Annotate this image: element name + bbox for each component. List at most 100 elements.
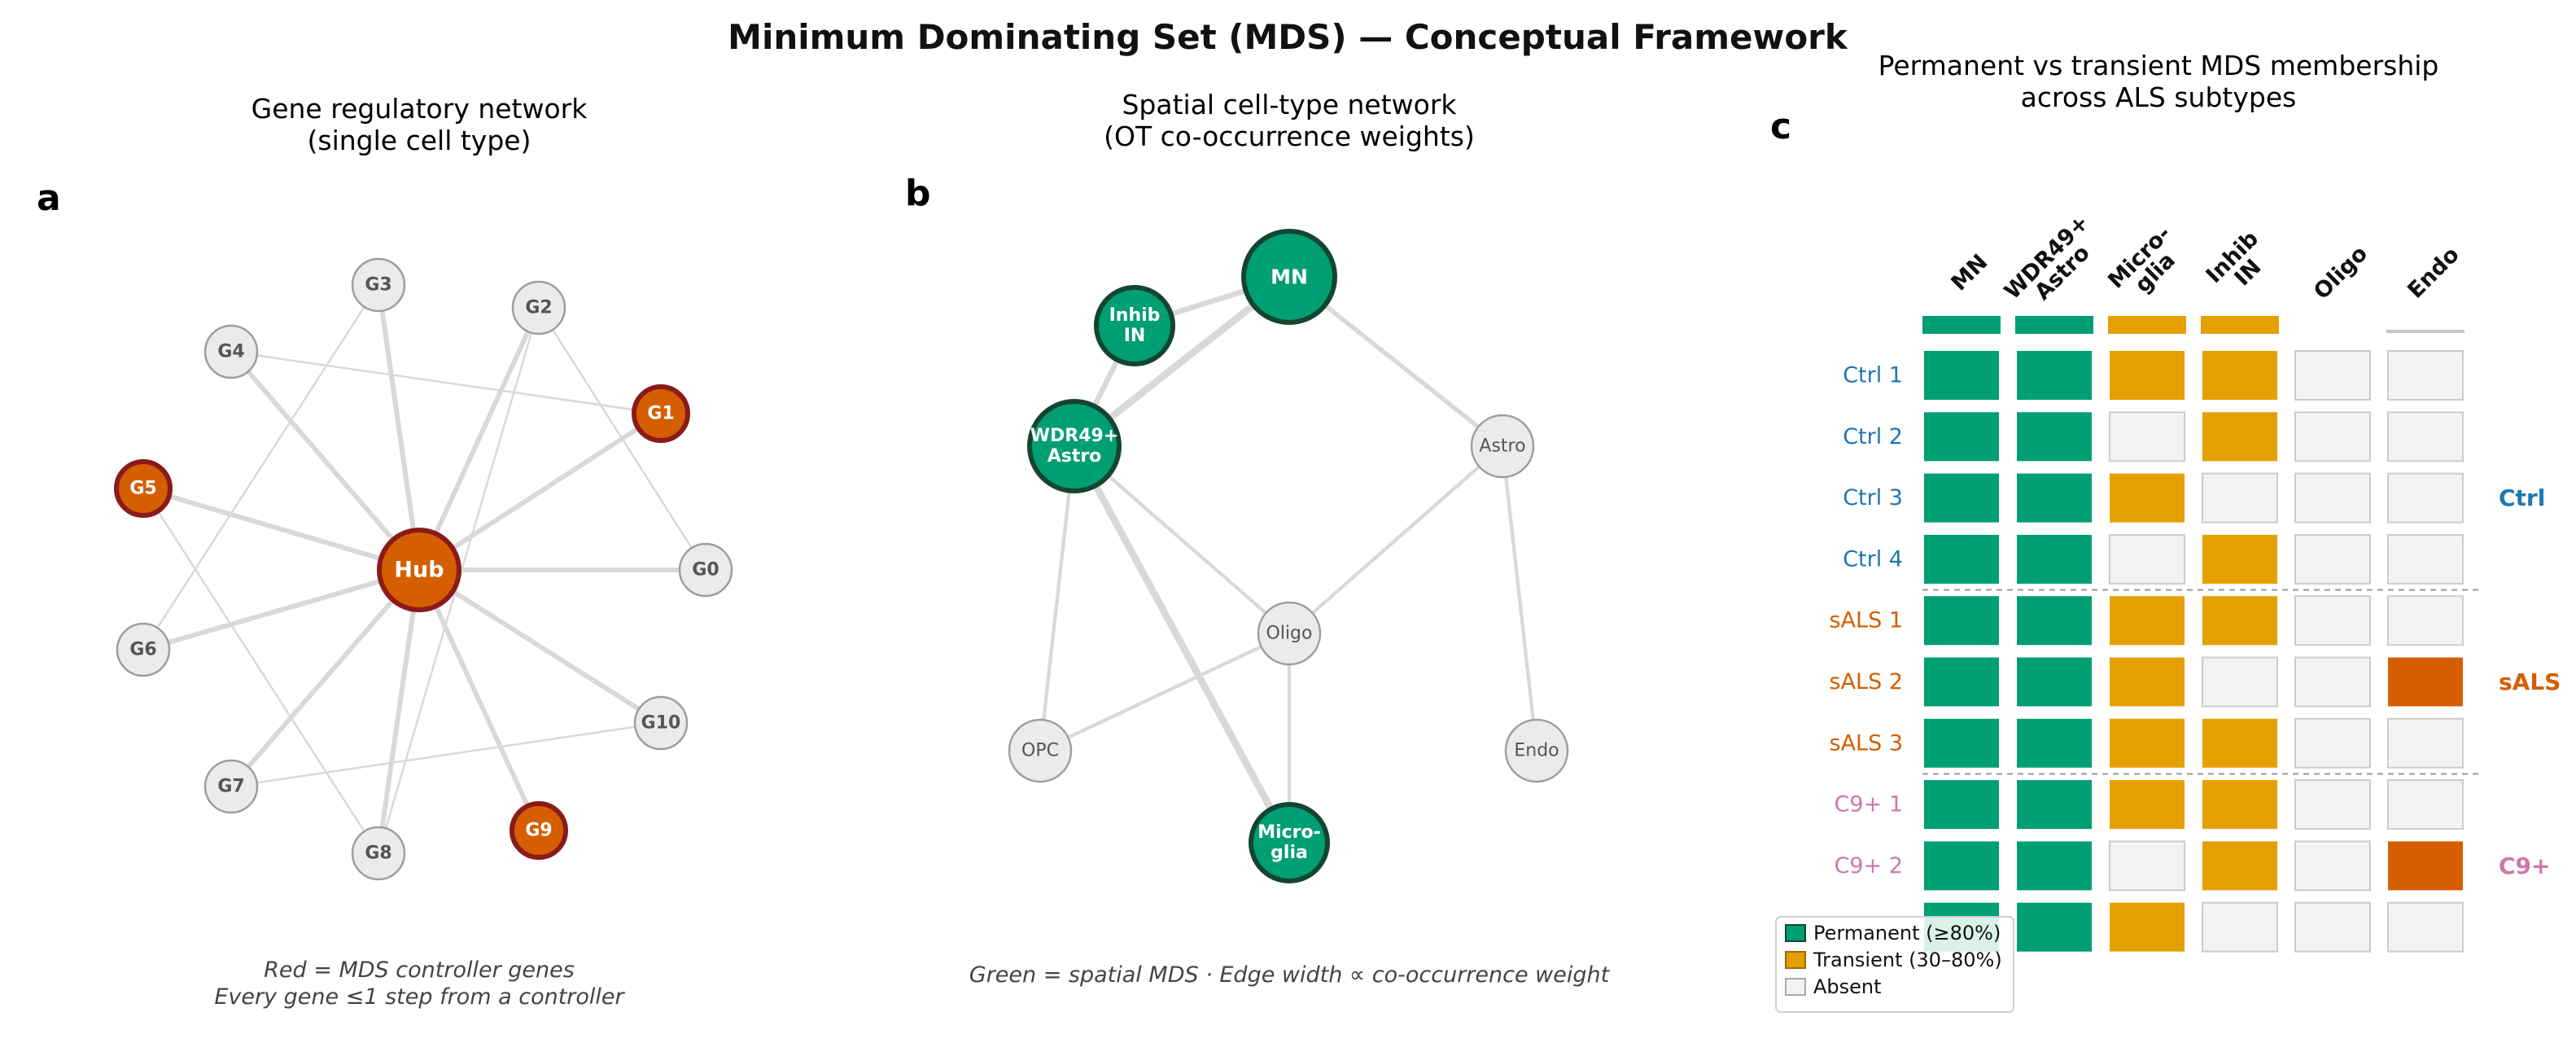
heatmap-cell <box>2294 350 2371 401</box>
panel-b-caption: Green = spatial MDS · Edge width ∝ co-oc… <box>969 962 1611 988</box>
heatmap-cell <box>2202 901 2278 953</box>
celltype-node-WDR: WDR49+Astro <box>1027 399 1122 493</box>
edge-Hub-G2 <box>417 305 541 572</box>
edge-Hub-G6 <box>141 568 422 652</box>
heatmap-cell <box>2202 351 2277 400</box>
heatmap-cell <box>2387 717 2464 769</box>
legend-label: Permanent (≥80%) <box>1813 922 2001 944</box>
heatmap-row: C9+ 1 <box>1835 779 2464 830</box>
heatmap-cell <box>2017 473 2092 523</box>
edge-G4-G1 <box>230 350 663 415</box>
heatmap-cell <box>1924 351 1999 400</box>
heatmap-cell <box>2202 780 2277 830</box>
gene-node-Hub: Hub <box>377 528 461 612</box>
heatmap-cell <box>2202 472 2278 524</box>
row-label: Ctrl 4 <box>1843 546 1903 572</box>
heatmap-cell <box>2017 657 2092 707</box>
gene-node-label: G2 <box>525 298 552 318</box>
edge-Hub-G1 <box>417 411 663 572</box>
gene-node-G4: G4 <box>203 324 259 379</box>
edge-Astro-Endo <box>1500 444 1539 753</box>
gene-node-circle <box>633 695 689 751</box>
summary-bar <box>2386 330 2464 333</box>
edge-Hub-G8 <box>376 568 422 856</box>
celltype-node-circle <box>1027 399 1122 493</box>
celltype-node-MN: MN <box>1241 229 1337 325</box>
legend-item: Permanent (≥80%) <box>1785 922 2001 944</box>
panel-b-title-line-2: (OT co-occurrence weights) <box>1104 121 1475 152</box>
gene-node-label: G6 <box>129 640 156 660</box>
heatmap-row: Ctrl 3 <box>1843 472 2464 524</box>
panel-a-title-line-2: (single cell type) <box>308 125 531 156</box>
edge-Hub-G3 <box>376 283 422 572</box>
edge-Astro-Oligo <box>1287 444 1505 636</box>
heatmap-cell <box>2110 473 2185 523</box>
edge-Hub-G9 <box>417 568 541 833</box>
celltype-node-label: Micro- <box>1257 822 1321 843</box>
heatmap-cell <box>2109 840 2185 892</box>
celltype-node-label: Oligo <box>1266 624 1313 644</box>
celltype-node-Endo: Endo <box>1504 718 1569 783</box>
heatmap-row: Ctrl 1 <box>1843 350 2464 401</box>
edge-WDR-Micro <box>1070 442 1293 847</box>
heatmap-cell <box>2110 351 2185 400</box>
gene-node-circle <box>632 384 690 443</box>
celltype-node-label: Inhib <box>1109 305 1161 326</box>
gene-node-label: G4 <box>217 342 244 362</box>
column-header-label: Oligo <box>2309 241 2373 305</box>
heatmap-cell <box>2110 718 2185 768</box>
celltype-node-label: Endo <box>1514 741 1559 761</box>
gene-node-circle <box>351 826 406 881</box>
legend-swatch <box>1785 951 1806 969</box>
gene-node-label: G0 <box>692 560 719 581</box>
celltype-node-OPC: OPC <box>1008 718 1073 783</box>
gene-node-label: G9 <box>525 821 552 841</box>
gene-node-circle <box>377 528 461 612</box>
panel-a-caption-line-1: Red = MDS controller genes <box>264 958 575 983</box>
row-label: C9+ 2 <box>1835 853 1903 879</box>
edge-G2-G0 <box>537 306 707 572</box>
celltype-node-label: IN <box>1124 326 1146 346</box>
celltype-node-Oligo: Oligo <box>1257 601 1322 666</box>
legend-label: Transient (30–80%) <box>1813 949 2002 971</box>
heatmap-cell <box>2387 411 2464 462</box>
edge-G5-G8 <box>142 487 380 855</box>
heatmap-cell <box>1924 596 1999 646</box>
gene-node-G8: G8 <box>351 826 406 881</box>
gene-node-circle <box>116 622 171 677</box>
heatmap-cell <box>1924 412 1999 462</box>
legend-box <box>1775 916 2014 1013</box>
heatmap-cell <box>2387 350 2464 401</box>
legend-swatch <box>1785 978 1806 996</box>
heatmap-row: C9+ 2 <box>1835 840 2463 892</box>
heatmap-row: Ctrl 4 <box>1843 533 2464 585</box>
panel-a-caption-line-2: Every gene ≤1 step from a controller <box>214 984 625 1010</box>
edge-Oligo-OPC <box>1038 631 1292 753</box>
gene-node-circle <box>114 459 173 518</box>
celltype-node-Astro: Astro <box>1470 414 1535 479</box>
heatmap-cell <box>2294 595 2371 646</box>
gene-node-G5: G5 <box>114 459 173 518</box>
heatmap-cell <box>2110 657 2185 707</box>
celltype-node-label: glia <box>1271 843 1308 863</box>
celltype-node-circle <box>1470 414 1535 479</box>
celltype-node-circle <box>1094 285 1175 366</box>
legend-item: Absent <box>1785 975 1882 998</box>
heatmap-cell <box>2109 533 2185 585</box>
edge-WDR-Oligo <box>1072 444 1292 636</box>
gene-node-G7: G7 <box>203 759 259 814</box>
heatmap-cell <box>2110 780 2185 830</box>
heatmap-cell <box>2017 412 2092 462</box>
heatmap-cell <box>2388 841 2463 891</box>
row-label: sALS 2 <box>1830 669 1903 695</box>
heatmap-cell <box>2294 656 2371 708</box>
gene-node-label: G8 <box>365 844 391 864</box>
gene-node-circle <box>510 801 568 860</box>
panel-c-title-line-1: Permanent vs transient MDS membership <box>1878 50 2439 81</box>
gene-node-G10: G10 <box>633 695 689 751</box>
heatmap-cell <box>2387 901 2464 953</box>
figure-title: Minimum Dominating Set (MDS) — Conceptua… <box>728 17 1848 57</box>
